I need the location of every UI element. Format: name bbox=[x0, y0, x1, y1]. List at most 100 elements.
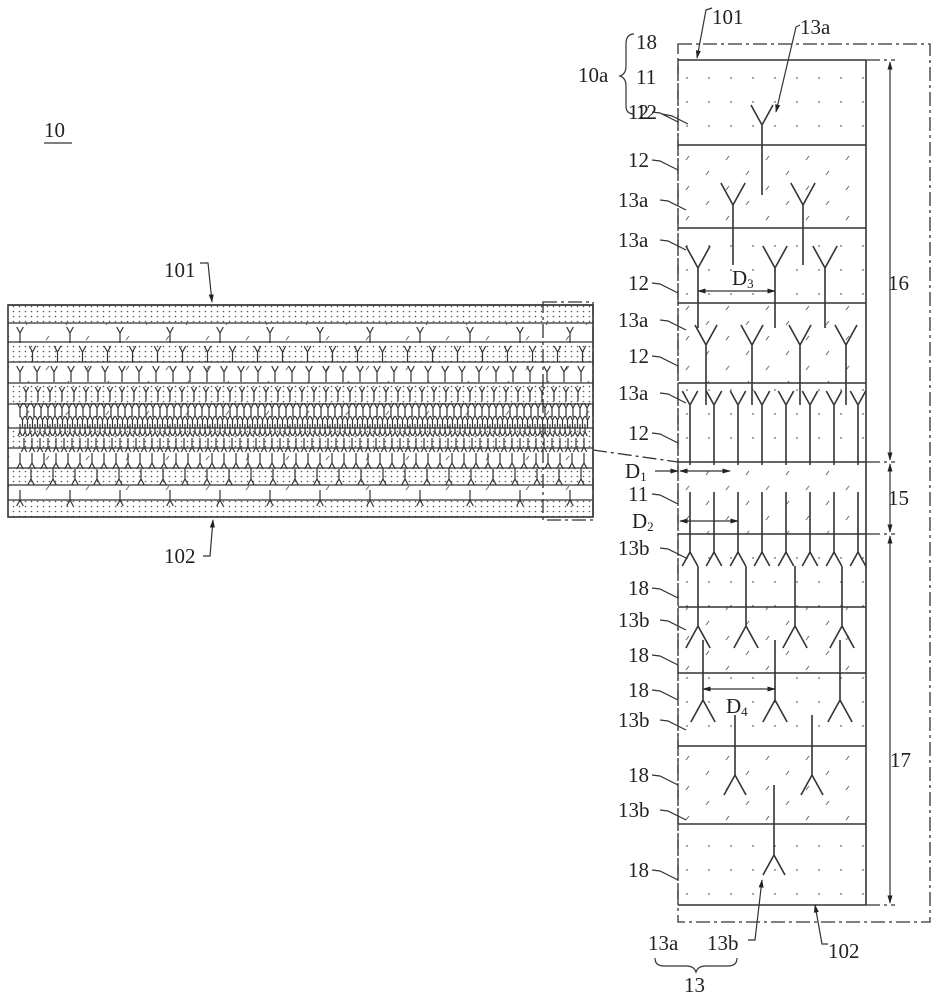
overview-fiber bbox=[156, 438, 164, 453]
overview-fiber bbox=[20, 438, 28, 453]
overview-fiber bbox=[555, 469, 563, 486]
overview-fiber bbox=[46, 386, 54, 401]
overview-fiber bbox=[124, 453, 132, 470]
overview-fiber bbox=[116, 490, 124, 507]
overview-fiber bbox=[220, 438, 228, 453]
leader-13b-bottom bbox=[748, 879, 764, 941]
overview-fiber bbox=[342, 424, 348, 437]
overview-fiber bbox=[65, 402, 73, 417]
overview-fiber bbox=[508, 438, 516, 453]
overview-fiber bbox=[316, 438, 324, 453]
overview-fiber bbox=[66, 326, 74, 343]
fiber-13b bbox=[753, 492, 771, 567]
bottom-group-13: 13 bbox=[684, 973, 705, 997]
overview-fiber bbox=[394, 415, 401, 428]
overview-fiber bbox=[60, 438, 68, 453]
overview-fiber bbox=[247, 469, 255, 486]
overview-fiber bbox=[517, 424, 523, 437]
overview-fiber bbox=[262, 424, 268, 437]
overview-fiber bbox=[462, 424, 468, 437]
overview-layer bbox=[8, 448, 593, 468]
overview-fiber bbox=[132, 438, 140, 453]
overview-fiber bbox=[268, 402, 276, 417]
overview-fiber bbox=[154, 386, 162, 401]
detail-label-fiber-13a: 13a bbox=[800, 15, 831, 39]
layer-label-leader bbox=[659, 239, 687, 251]
overview-fiber bbox=[478, 386, 486, 401]
overview-fiber bbox=[382, 386, 390, 401]
overview-fiber bbox=[139, 415, 146, 428]
overview-fiber bbox=[170, 402, 178, 417]
overview-fiber bbox=[494, 415, 501, 428]
overview-fiber bbox=[478, 402, 486, 417]
overview-fiber bbox=[118, 386, 126, 401]
leader-top-surface bbox=[200, 262, 214, 303]
overview-fiber bbox=[278, 345, 287, 362]
group-brace bbox=[618, 33, 635, 115]
overview-fiber bbox=[423, 469, 431, 486]
overview-fiber bbox=[503, 345, 512, 362]
detail-layer bbox=[678, 60, 866, 145]
overview-fiber bbox=[112, 424, 118, 437]
overview-fiber bbox=[160, 453, 168, 470]
overview-fiber bbox=[288, 365, 296, 382]
overview-fiber bbox=[444, 438, 452, 453]
overview-fiber bbox=[76, 453, 84, 470]
overview-fiber bbox=[464, 415, 471, 428]
overview-fiber bbox=[424, 415, 431, 428]
overview-fiber bbox=[94, 415, 101, 428]
overview-fiber bbox=[244, 438, 252, 453]
overview-fiber bbox=[412, 424, 418, 437]
overview-fiber bbox=[353, 345, 362, 362]
overview-fiber bbox=[304, 453, 312, 470]
overview-fiber bbox=[569, 415, 576, 428]
overview-fiber bbox=[367, 424, 373, 437]
overview-fiber bbox=[272, 424, 278, 437]
overview-fiber bbox=[356, 365, 364, 382]
overview-fiber bbox=[472, 424, 478, 437]
overview-fiber bbox=[292, 453, 300, 470]
layer-label-leader bbox=[659, 392, 687, 404]
overview-fiber bbox=[479, 415, 486, 428]
detail-layer bbox=[678, 462, 866, 534]
overview-fiber bbox=[40, 453, 48, 470]
overview-fiber bbox=[117, 424, 123, 437]
overview-fiber bbox=[508, 453, 516, 470]
overview-fiber bbox=[340, 438, 348, 453]
detail-frame bbox=[677, 43, 931, 923]
overview-fiber bbox=[516, 490, 524, 507]
fiber-13a bbox=[720, 182, 746, 265]
fiber-13b bbox=[723, 715, 747, 796]
overview-fiber bbox=[291, 469, 299, 486]
overview-fiber bbox=[458, 365, 466, 382]
overview-laminate bbox=[7, 304, 594, 518]
overview-fiber bbox=[448, 453, 456, 470]
overview-fiber bbox=[33, 365, 41, 382]
overview-fiber bbox=[506, 402, 514, 417]
overview-fiber bbox=[412, 438, 420, 453]
overview-fiber bbox=[409, 415, 416, 428]
overview-fiber bbox=[30, 402, 38, 417]
overview-fiber bbox=[579, 415, 586, 428]
overview-fiber bbox=[392, 424, 398, 437]
overview-fiber bbox=[179, 415, 186, 428]
overview-fiber bbox=[100, 438, 108, 453]
overview-fiber bbox=[260, 438, 268, 453]
overview-fiber bbox=[339, 365, 347, 382]
overview-fiber bbox=[209, 415, 216, 428]
overview-fiber bbox=[584, 415, 591, 428]
overview-fiber bbox=[574, 415, 581, 428]
overview-fiber bbox=[322, 424, 328, 437]
overview-fiber bbox=[216, 490, 224, 507]
detail-layer bbox=[678, 228, 866, 303]
overview-fiber bbox=[380, 438, 388, 453]
overview-fiber bbox=[62, 424, 68, 437]
overview-fiber bbox=[58, 402, 66, 417]
overview-fiber bbox=[205, 402, 213, 417]
detail-layer bbox=[678, 145, 866, 228]
overview-fiber bbox=[572, 424, 578, 437]
overview-fiber bbox=[380, 402, 388, 417]
overview-fiber bbox=[52, 453, 60, 470]
overview-fiber bbox=[106, 386, 114, 401]
overview-fiber bbox=[552, 424, 558, 437]
